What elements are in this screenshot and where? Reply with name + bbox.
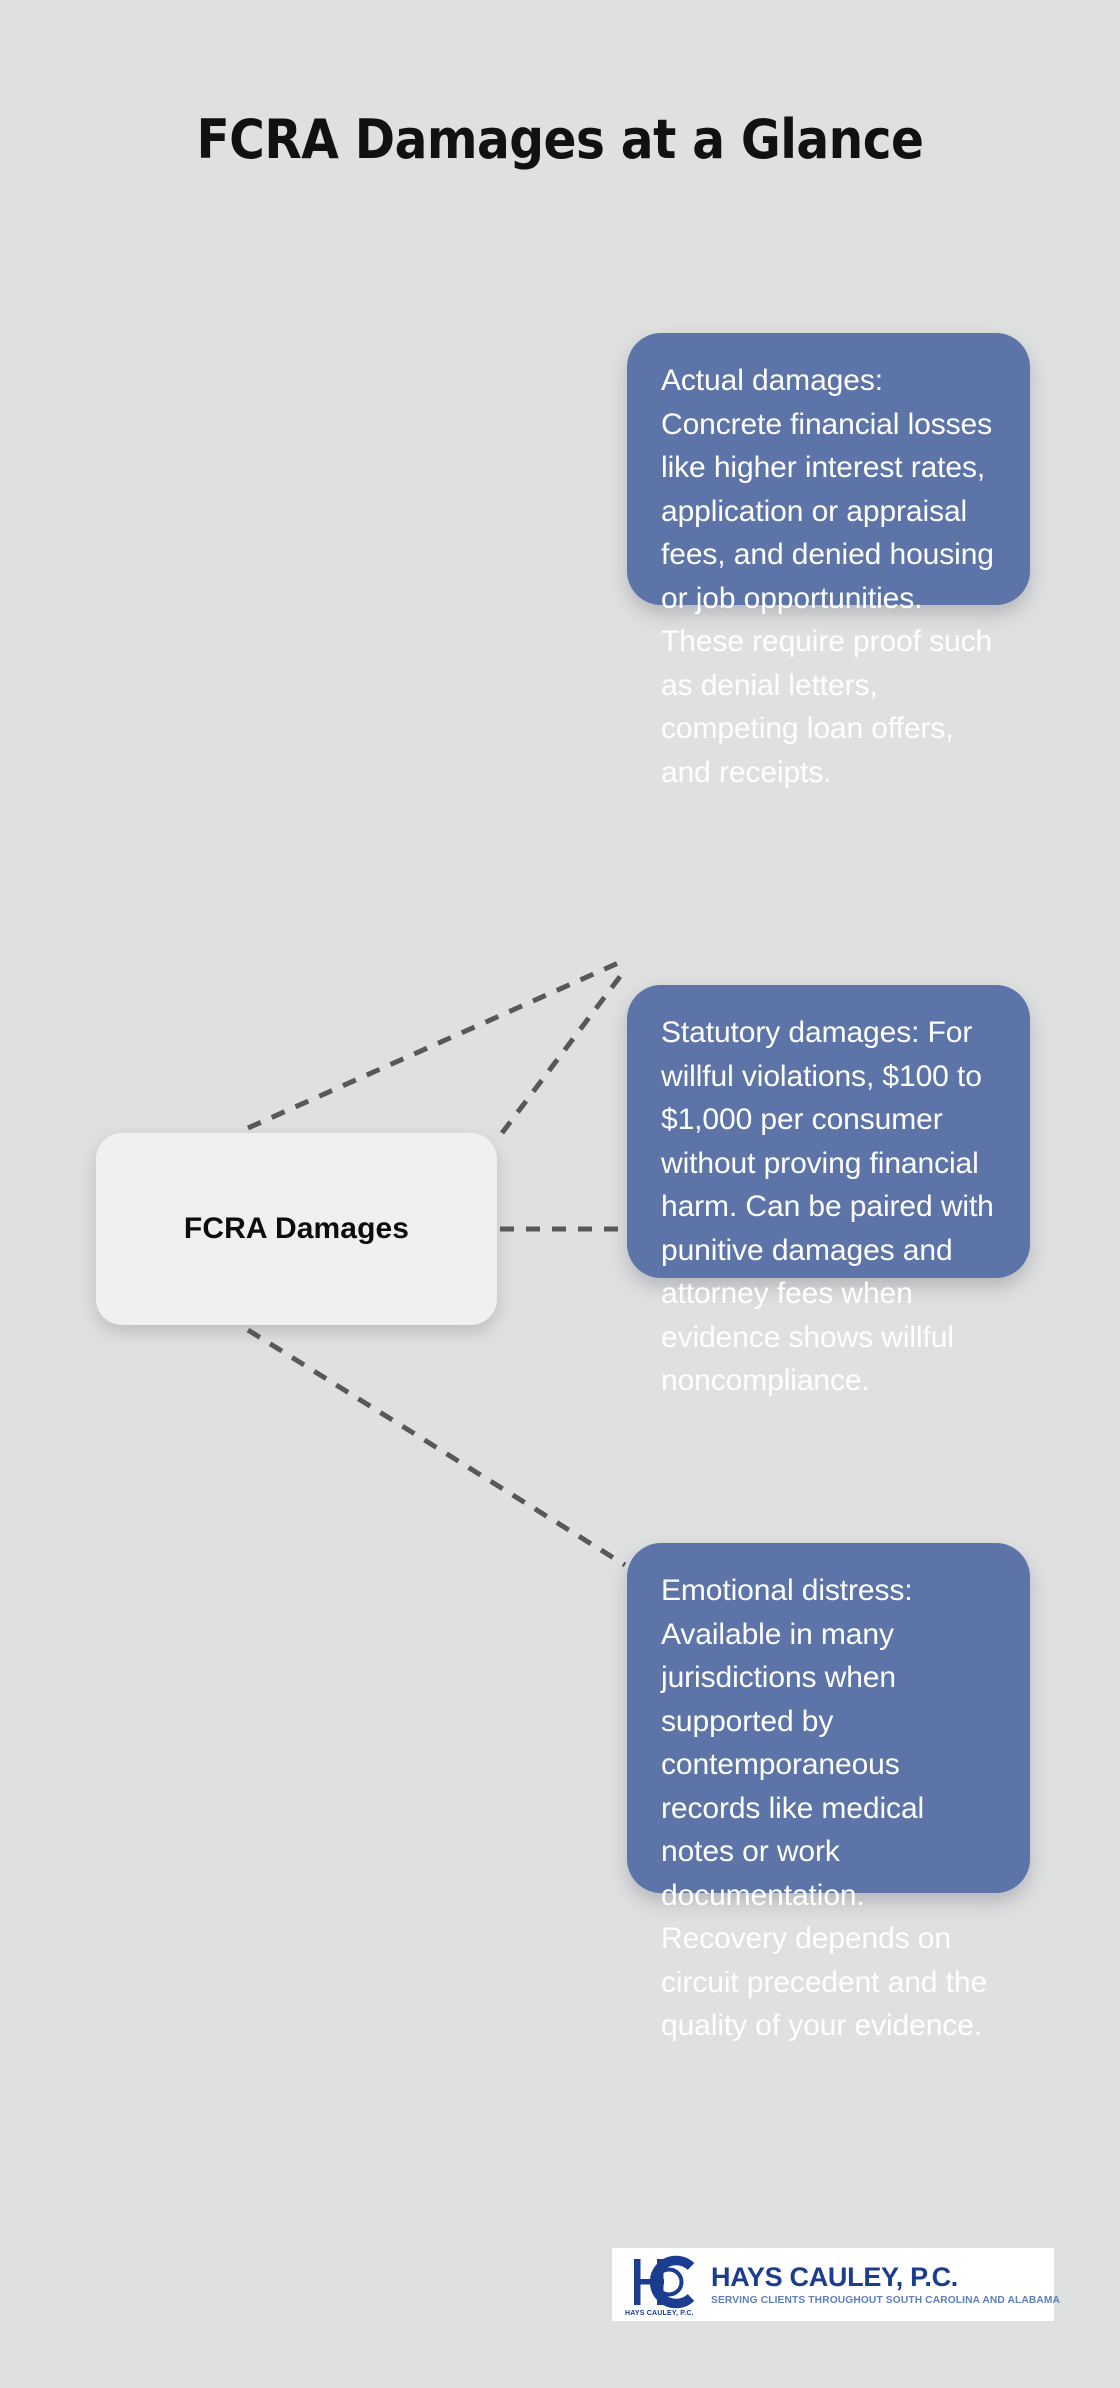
connector-to-actual-damages <box>500 968 627 1135</box>
monogram-caption: HAYS CAULEY, P.C. <box>625 2310 694 2317</box>
center-node-fcra-damages[interactable]: FCRA Damages <box>96 1133 497 1325</box>
firm-name: HAYS CAULEY, P.C. <box>711 2262 958 2293</box>
logo-text-block: HAYS CAULEY, P.C. SERVING CLIENTS THROUG… <box>711 2263 1060 2305</box>
branch-card-text: Actual damages: Concrete financial losse… <box>661 364 994 789</box>
branch-card-actual-damages[interactable]: Actual damages: Concrete financial losse… <box>627 333 1030 789</box>
branch-card-text: Statutory damages: For willful violation… <box>661 1016 994 1397</box>
page-title: FCRA Damages at a Glance <box>196 108 924 171</box>
footer-logo-panel: HAYS CAULEY, P.C. HAYS CAULEY, P.C. SERV… <box>612 2248 1060 2321</box>
hays-cauley-monogram-icon: HAYS CAULEY, P.C. <box>624 2253 702 2317</box>
branch-card-text: Emotional distress: Available in many ju… <box>661 1574 988 2042</box>
branch-card-statutory-damages[interactable]: Statutory damages: For willful violation… <box>627 985 1030 1397</box>
firm-tagline: SERVING CLIENTS THROUGHOUT SOUTH CAROLIN… <box>711 2294 1061 2306</box>
connector-line-bottom <box>246 1327 627 1568</box>
branch-card-emotional-distress[interactable]: Emotional distress: Available in many ju… <box>627 1543 1030 2042</box>
connector-line-top <box>246 957 627 1131</box>
center-node-label: FCRA Damages <box>183 1212 410 1245</box>
